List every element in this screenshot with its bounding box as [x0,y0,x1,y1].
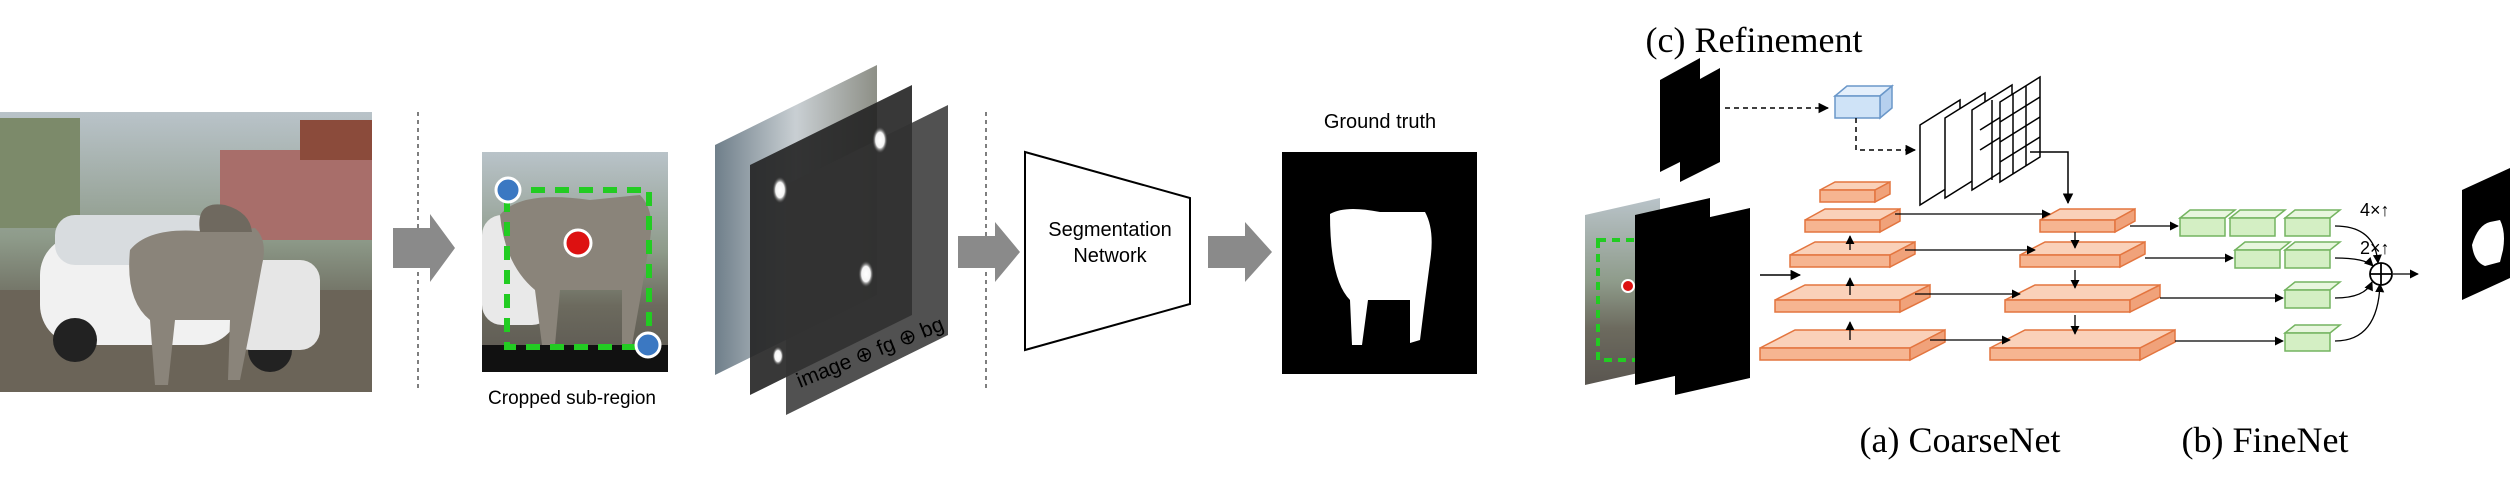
block-arrow [1208,222,1272,282]
refinement-title: (c) Refinement [1646,20,1863,60]
coarsenet-connections [1845,209,2080,345]
roi-to-grid-arrow [1855,118,1917,156]
segmentation-network-label-line1: Segmentation [1048,219,1171,241]
refinement-roi-block [1832,84,1895,120]
input-channel-stack [715,65,948,415]
ground-truth-label: Ground truth [1324,111,1436,133]
upsample-4x-label: 4×↑ [2360,200,2390,220]
refinement-input-stack [1585,198,1750,395]
grid-to-coarsenet-arrow [2030,151,2074,205]
cropped-subregion [482,152,668,372]
segmentation-network-label-line2: Network [1073,245,1147,267]
bg-click-dot [494,176,522,204]
concat-operator-icon [2369,262,2393,286]
bounding-box [504,187,652,350]
block-arrow [958,222,1020,282]
coarsenet-decoder [1989,207,2176,362]
block-arrow [393,214,455,282]
ground-truth-mask [1282,152,1477,374]
fg-click-blob [772,176,788,204]
input-photo [0,112,372,392]
refinement-inputs [1660,58,1720,182]
cow-shape [129,228,264,385]
bg-click-blob [772,346,784,366]
bg-click-blob [872,126,888,154]
bg-click-blob [858,260,874,288]
bg-channel [786,105,948,415]
coarsenet-label: (a) CoarseNet [1860,420,2061,460]
cropped-subregion-label: Cropped sub-region [488,388,656,409]
upsample-2x-label: 2×↑ [2360,238,2390,258]
coarsenet-encoder [1759,180,1946,362]
finenet-row-1 [2177,209,2343,237]
bg-click-dot [634,331,662,359]
finenet-row-4 [2282,324,2343,352]
finenet-row-3 [2282,281,2343,309]
finenet-connections [2130,221,2419,346]
finenet-blocks [2177,209,2343,352]
segmentation-network-block [1024,150,1191,352]
refinement-grid-features [1919,75,2041,207]
finenet-label: (b) FineNet [2182,420,2349,460]
finenet-row-2 [2232,241,2343,269]
fg-click-dot [563,228,593,258]
output-mask [2462,168,2510,300]
